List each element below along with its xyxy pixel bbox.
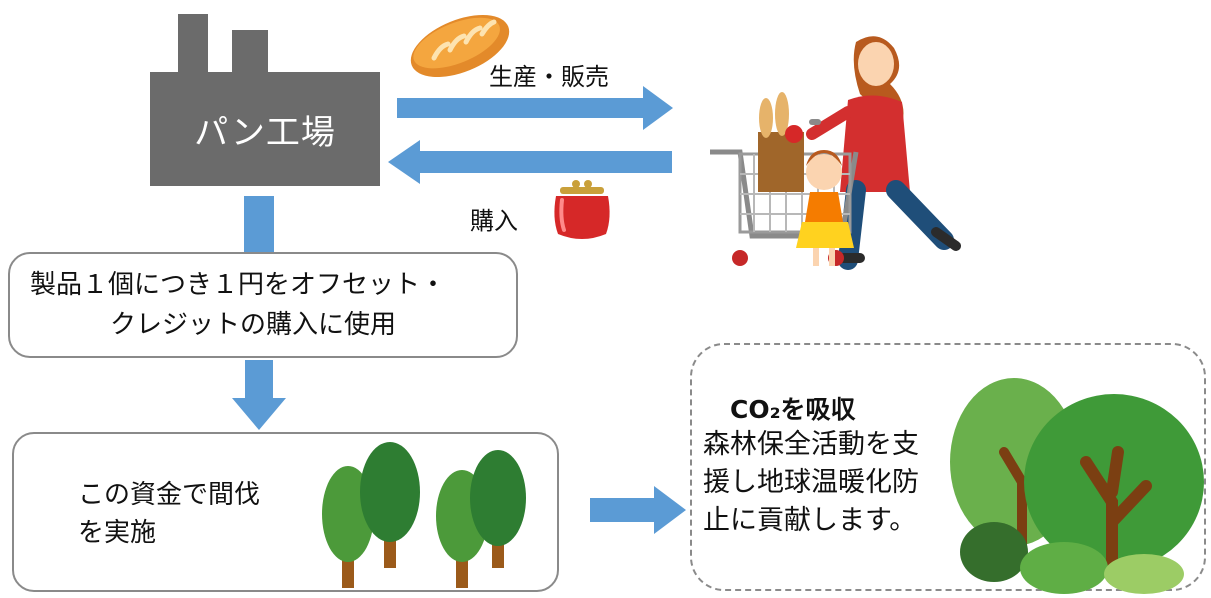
forest-arrow [590, 486, 686, 534]
forest-line-2: 援し地球温暖化防 [703, 467, 919, 498]
factory-chimney-left [178, 14, 208, 74]
offset-credit-line-1: 製品１個につき１円をオフセット・ [30, 270, 447, 300]
factory-icon: パン工場 [150, 72, 380, 186]
production-arrow [397, 86, 673, 130]
purchase-arrow [388, 140, 672, 184]
forest-conservation-box [690, 343, 1206, 591]
down-arrow [232, 360, 286, 430]
offset-credit-box [8, 252, 518, 358]
forest-description: 森林保全活動を支 援し地球温暖化防 止に貢献します。 [703, 426, 919, 540]
forest-line-1: 森林保全活動を支 [703, 429, 919, 460]
shopper-illustration [710, 36, 961, 270]
forest-line-3: 止に貢献します。 [703, 505, 917, 536]
thinning-line-2: を実施 [78, 518, 157, 548]
bread-icon [410, 15, 510, 77]
connector-factory-to-step1 [244, 196, 274, 258]
production-sales-label: 生産・販売 [489, 63, 609, 91]
purchase-label: 購入 [470, 207, 518, 235]
co2-absorption-label: CO₂を吸収 [730, 395, 856, 424]
trees-icon [322, 442, 526, 588]
factory-chimney-right [232, 30, 268, 74]
offset-credit-line-2: クレジットの購入に使用 [110, 310, 397, 340]
thinning-line-1: この資金で間伐 [78, 480, 261, 510]
purse-icon [554, 180, 610, 239]
forest-illustration [950, 378, 1204, 594]
factory-label: パン工場 [194, 112, 336, 153]
